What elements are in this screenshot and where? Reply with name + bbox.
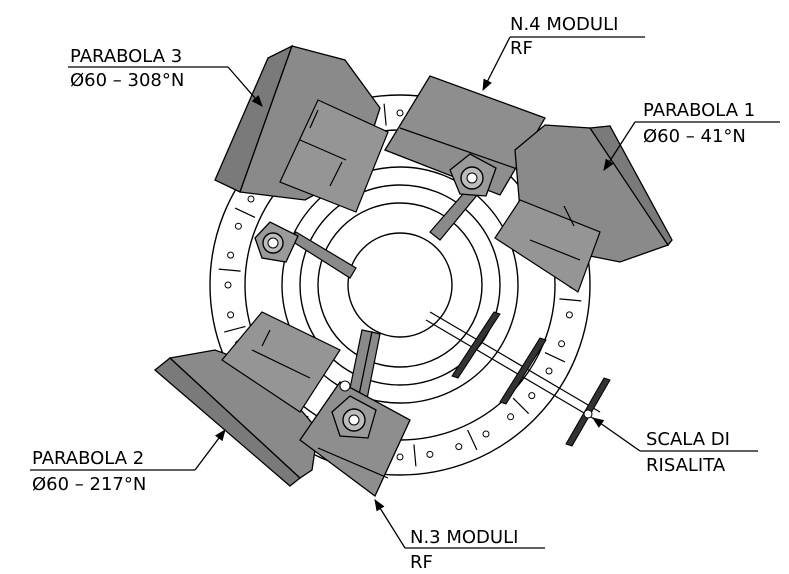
parabola-2-module [221,311,341,413]
ring-slot [512,397,530,415]
bolt-hole [396,453,404,461]
bolt-hole [565,311,573,319]
ladder-subtitle: RISALITA [646,455,726,476]
outer-ring [209,94,591,476]
bolt-hole [528,392,536,400]
callout-parabola-1: PARABOLA 1 Ø60 – 41°N [603,100,780,171]
clamp-south [331,380,377,439]
parabola-1-dish [494,124,673,293]
bolt-hole [224,281,232,289]
ring-slot [544,352,566,363]
rf-modules-4-box [384,75,546,196]
bolt-hole [482,430,490,438]
ring-slot [559,298,582,302]
bolt-hole [558,340,566,348]
bolt-hole [227,251,235,259]
parabola-3-title: PARABOLA 3 [70,46,182,67]
rf-modules-3-spec: RF [410,552,433,573]
bolt-hole [507,413,515,421]
ring-slot [383,103,387,126]
arm-west [289,231,357,279]
callout-parabola-3: PARABOLA 3 Ø60 – 308°N [68,46,263,107]
ring-slot [467,429,478,451]
rf-modules-3-body [299,381,411,498]
parabola-1-rim [588,125,673,247]
bolt-hole [227,311,235,319]
callout-rf-modules-4: N.4 MODULI RF [482,14,645,92]
ladder-assembly [425,311,611,447]
ladder-rung-2 [499,337,547,405]
parabola-1-module [494,199,601,293]
rf-modules-3-title: N.3 MODULI [410,527,518,548]
rf-modules-4-spec: RF [510,38,533,59]
parabola-1-spec: Ø60 – 41°N [643,126,746,147]
clamp-northeast [449,153,497,197]
bolt-hole [247,195,255,203]
ladder-anchor [583,409,593,419]
ring-slot [413,444,417,467]
ladder-title: SCALA DI [646,429,730,450]
inner-ring-2 [281,166,519,404]
parabola-3-module [279,99,389,213]
inner-ring-3 [299,184,501,386]
callout-rf-modules-3: N.3 MODULI RF [374,499,545,573]
parabola-1-title: PARABOLA 1 [643,100,755,121]
ring-slot [218,268,241,272]
bolt-hole [545,367,553,375]
callout-parabola-2: PARABOLA 2 Ø60 – 217°N [30,429,226,495]
parabola-3-spec: Ø60 – 308°N [70,70,184,91]
parabola-2-title: PARABOLA 2 [32,448,144,469]
mount-clamps [254,153,497,439]
parabola-2-spec: Ø60 – 217°N [32,474,146,495]
bolt-hole [426,450,434,458]
callout-ladder: SCALA DI RISALITA [592,417,758,476]
inner-ring-4 [317,202,483,368]
support-arms [289,185,479,405]
parabola-3-dish [214,44,389,213]
ring-slot [234,207,256,218]
rf-modules-3-box [299,381,411,498]
bolt-hole [455,443,463,451]
bolt-hole [396,109,404,117]
clamp-west [254,221,299,263]
bolt-hole [234,222,242,230]
rf-modules-4-title: N.4 MODULI [510,14,618,35]
ladder-rung-1 [451,311,501,379]
parabola-2-dish [153,311,341,487]
central-mast [347,232,453,338]
ring-slot [224,325,246,333]
